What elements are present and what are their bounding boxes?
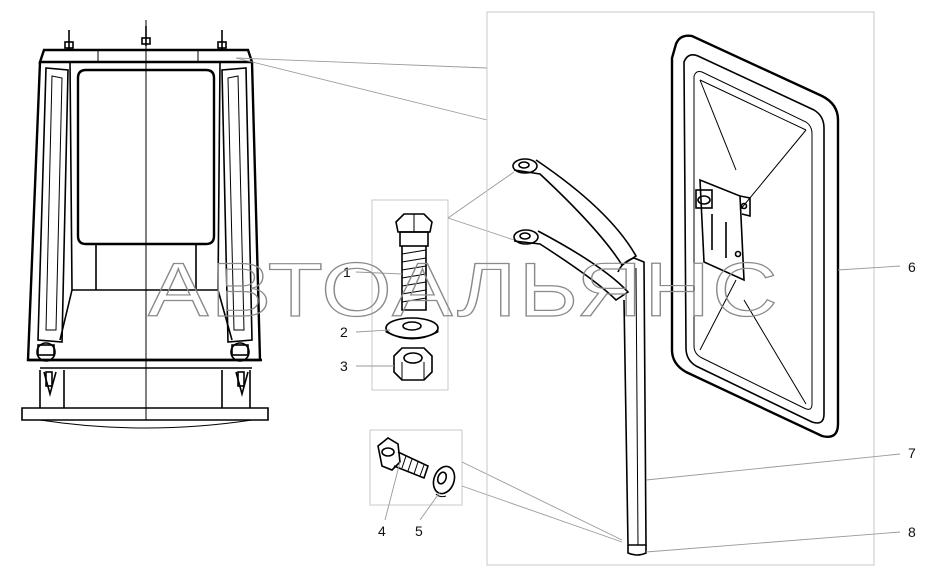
washer-2 [385,317,439,340]
callout-7: 7 [908,445,916,461]
callout-6: 6 [908,259,916,275]
nut-3 [393,347,433,381]
callout-4: 4 [378,523,386,539]
mirror-assembly-frame [486,11,875,566]
callout-1: 1 [343,264,351,280]
bracket-leader-lines [235,57,488,121]
callout-leaders [355,265,901,553]
washer-5 [432,465,456,498]
watermark-text: АВТОАЛЬЯНС [148,248,780,333]
mirror-arm [512,158,647,556]
callout-5: 5 [415,523,423,539]
callout-8: 8 [908,524,916,540]
hardware-group-4-5 [369,429,623,543]
cabin-bracket-assembly [21,20,269,429]
bolt-1 [395,213,433,311]
hardware-group-1-3 [371,171,515,391]
callout-3: 3 [340,358,348,374]
mirror-head [670,34,840,438]
bolt-4 [377,437,429,480]
callout-2: 2 [340,324,348,340]
